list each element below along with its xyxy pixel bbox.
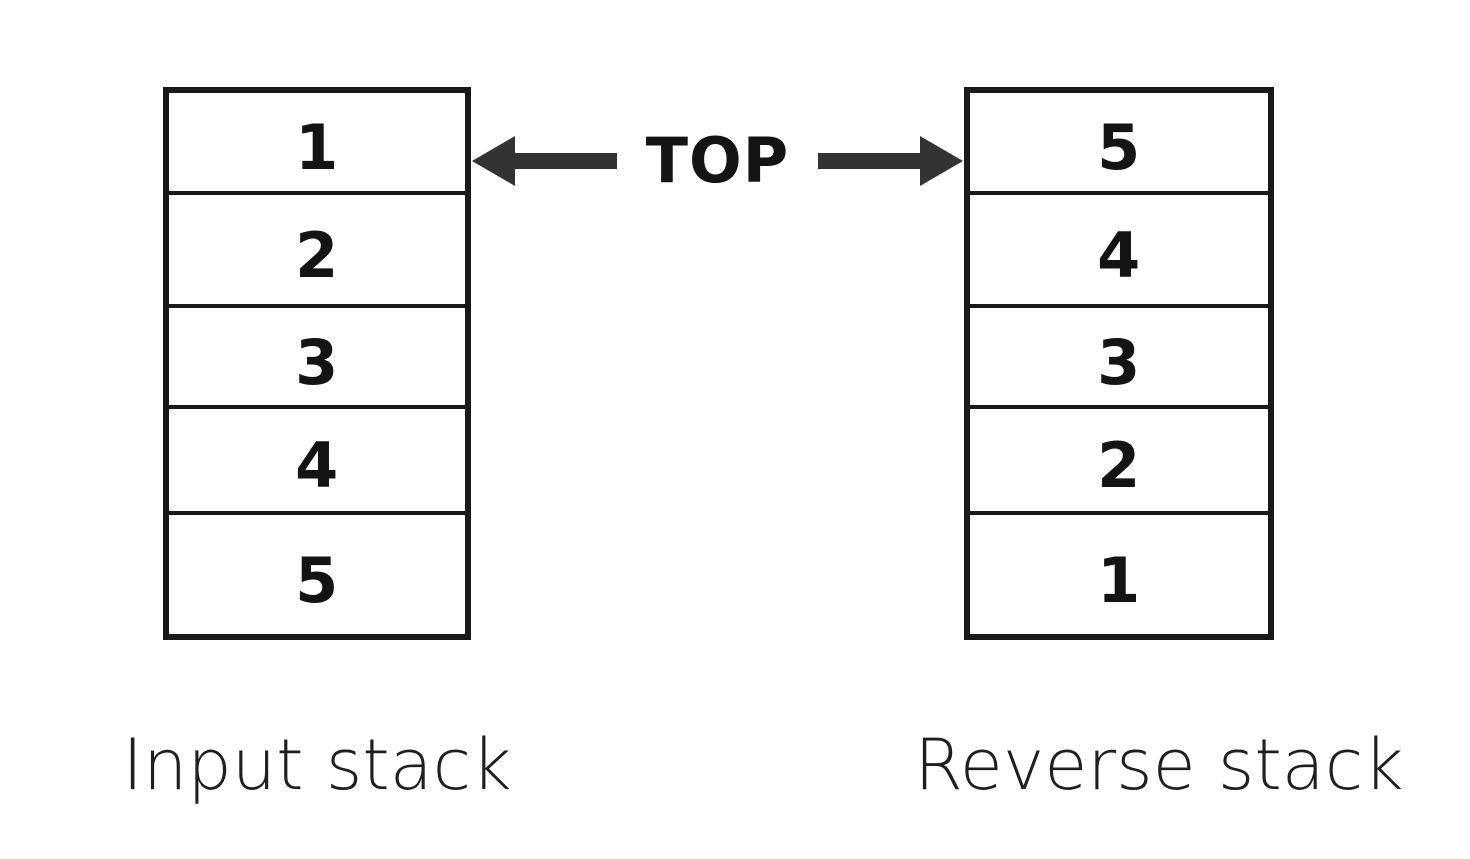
stack-cell: 4: [169, 409, 465, 515]
reverse-stack-caption: Reverse stack: [914, 724, 1404, 806]
stack-cell: 1: [169, 93, 465, 195]
stack-cell-value: 4: [295, 429, 339, 502]
stack-cell: 5: [169, 515, 465, 634]
stack-cell: 4: [970, 195, 1268, 308]
stack-cell: 3: [169, 308, 465, 409]
stack-cell-value: 5: [295, 543, 339, 617]
stack-cell-value: 5: [1097, 111, 1141, 184]
top-pointer-group: TOP: [471, 118, 964, 204]
top-label: TOP: [645, 124, 790, 197]
left-arrow-icon: [472, 136, 617, 186]
stack-cell: 2: [970, 409, 1268, 515]
stack-cell-value: 1: [1097, 543, 1141, 617]
stack-cell: 1: [970, 515, 1268, 634]
stack-cell-value: 3: [295, 325, 339, 399]
stack-cell-value: 2: [295, 218, 339, 292]
stack-cell: 2: [169, 195, 465, 308]
stack-cell-value: 1: [295, 111, 339, 184]
stack-cell: 5: [970, 93, 1268, 195]
input-stack-box: 1 2 3 4 5: [163, 87, 471, 640]
stack-cell-value: 4: [1097, 218, 1141, 292]
stack-cell-value: 2: [1097, 429, 1141, 502]
reverse-stack-box: 5 4 3 2 1: [964, 87, 1274, 640]
right-arrow-icon: [817, 136, 963, 186]
input-stack-caption: Input stack: [122, 724, 512, 806]
stack-cell-value: 3: [1097, 325, 1141, 399]
stack-cell: 3: [970, 308, 1268, 409]
